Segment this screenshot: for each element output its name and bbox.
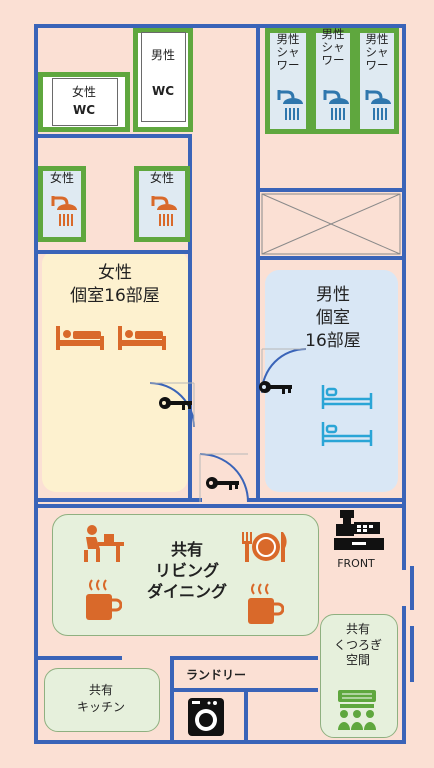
bed-icon	[56, 326, 104, 350]
men-wc-booth	[141, 32, 186, 122]
shower-icon	[277, 90, 303, 120]
men-shower-3-label: 男性 シャ ワー	[365, 32, 389, 73]
kitchen-label: 共有キッチン	[76, 683, 125, 715]
women-wc-gender-label: 女性	[71, 85, 96, 99]
shower-icon	[365, 90, 391, 120]
key-icon	[159, 397, 192, 410]
men-wc-label: WC	[151, 84, 175, 98]
coffee-cup-icon	[248, 583, 284, 624]
men-private-rooms-area	[265, 270, 398, 492]
men-shower-2-label: 男性 シャ ワー	[321, 27, 345, 68]
women-shower-2-label: 女性	[149, 171, 174, 185]
men-shower-1-label: 男性 シャ ワー	[276, 32, 300, 73]
fork-knife-plate-icon	[242, 532, 287, 562]
bed-icon	[321, 385, 373, 409]
men-wc-gender-label: 男性	[150, 48, 175, 62]
key-icon	[206, 477, 239, 490]
washing-machine-icon	[188, 698, 224, 736]
women-wc-label: WC	[72, 103, 96, 117]
sofa-people-icon	[338, 690, 376, 730]
lounge-label: 共有くつろぎ空間	[333, 622, 383, 668]
front-label: FRONT	[337, 557, 375, 570]
laundry-label: ランドリー	[185, 668, 246, 682]
women-private-rooms-area	[42, 250, 188, 492]
women-shower-1	[38, 166, 86, 242]
bed-icon	[118, 326, 166, 350]
coffee-cup-icon	[86, 579, 122, 620]
shower-icon	[151, 196, 177, 226]
women-shower-1-label: 女性	[49, 171, 74, 185]
key-icon	[259, 381, 292, 394]
women-shower-2	[134, 166, 190, 242]
men-shower-1	[265, 28, 311, 134]
shower-icon	[51, 196, 77, 226]
women-wc-booth	[52, 78, 118, 126]
person-at-desk-icon	[84, 525, 124, 562]
cash-register-icon	[334, 510, 384, 550]
shower-icon	[323, 90, 349, 120]
bed-icon	[321, 422, 373, 446]
living-dining-label: 共有リビングダイニング	[146, 540, 227, 601]
kitchen-area	[44, 668, 160, 732]
women-rooms-label: 女性個室16部屋	[70, 263, 160, 306]
